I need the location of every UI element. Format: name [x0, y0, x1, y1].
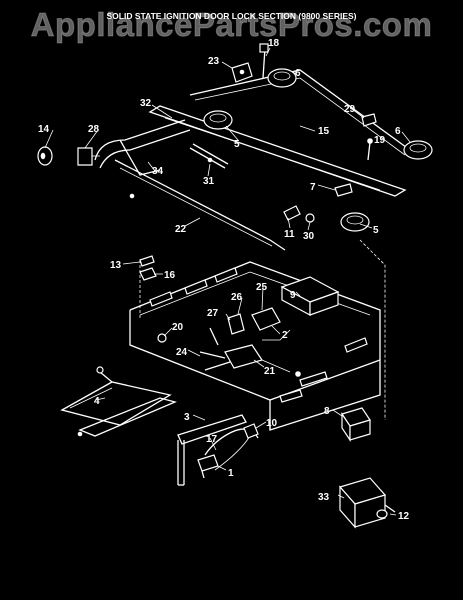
callout-6a: 6	[295, 68, 301, 79]
callout-1: 1	[228, 468, 234, 479]
callout-12: 12	[398, 511, 410, 522]
leader-lines	[44, 47, 411, 516]
bottom-bracket-parts	[177, 414, 259, 486]
callout-11: 11	[284, 229, 295, 240]
callout-32: 32	[140, 98, 152, 109]
callout-16: 16	[164, 270, 176, 281]
callout-30: 30	[303, 231, 315, 242]
callout-34: 34	[152, 166, 164, 177]
plate-assembly	[60, 366, 177, 437]
callout-14: 14	[38, 124, 50, 135]
callout-33: 33	[318, 492, 330, 503]
callout-27: 27	[207, 308, 219, 319]
lower-chassis	[129, 239, 386, 431]
callout-29: 29	[344, 104, 356, 115]
callout-13: 13	[110, 260, 122, 271]
callout-23: 23	[208, 56, 220, 67]
callout-4: 4	[94, 396, 100, 407]
callout-17: 17	[206, 434, 218, 445]
part-8-block	[341, 407, 371, 442]
callout-18: 18	[268, 38, 280, 49]
callout-19: 19	[374, 135, 386, 146]
callout-15: 15	[318, 126, 330, 137]
callout-22: 22	[175, 224, 187, 235]
callout-7: 7	[310, 182, 316, 193]
part-33-box	[338, 477, 396, 529]
callout-5b: 5	[373, 225, 379, 236]
burner-heads	[203, 68, 433, 232]
callout-10: 10	[266, 418, 278, 429]
callout-26: 26	[231, 292, 243, 303]
callout-25: 25	[256, 282, 268, 293]
callout-8: 8	[324, 406, 330, 417]
small-parts-top	[37, 43, 377, 223]
callout-31: 31	[203, 176, 215, 187]
callout-5a: 5	[234, 139, 240, 150]
callout-20: 20	[172, 322, 184, 333]
callout-9: 9	[290, 290, 296, 301]
callout-3: 3	[184, 412, 190, 423]
callout-labels: 18 23 6 32 29 15 6 14 28 19 5 34 31 7 22…	[38, 38, 410, 522]
diagram-title: SOLID STATE IGNITION DOOR LOCK SECTION (…	[106, 11, 357, 21]
callout-24: 24	[176, 347, 188, 358]
callout-28: 28	[88, 124, 100, 135]
callout-6b: 6	[395, 126, 401, 137]
parts-13-16	[139, 255, 157, 281]
callout-21: 21	[264, 366, 276, 377]
callout-2: 2	[282, 330, 288, 341]
